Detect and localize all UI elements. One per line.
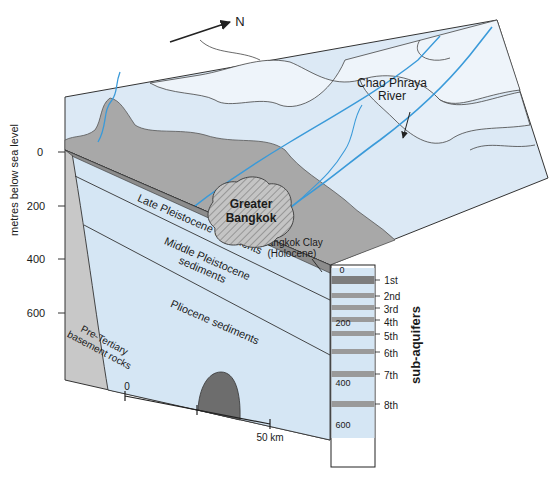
depth-value: 200 bbox=[27, 200, 45, 212]
river bbox=[300, 105, 362, 200]
column-aquifer-fill bbox=[332, 268, 375, 438]
aquifer-number: 8th bbox=[384, 400, 398, 411]
aquitard-band bbox=[332, 401, 375, 407]
aquifer-number: 1st bbox=[384, 275, 397, 286]
aquitard-band bbox=[332, 305, 375, 310]
column-box bbox=[331, 265, 375, 467]
aquitard-band bbox=[332, 349, 375, 354]
column-depth: 200 bbox=[335, 319, 350, 329]
depth-value: 0 bbox=[37, 146, 43, 158]
scale-bar bbox=[125, 391, 270, 429]
aquifer-number: 4th bbox=[384, 317, 398, 328]
leader-line bbox=[403, 112, 410, 138]
depth-tick bbox=[58, 152, 65, 313]
aquifer-number: 5th bbox=[384, 331, 398, 342]
column-tick bbox=[375, 280, 380, 404]
column-depth: 0 bbox=[339, 266, 344, 276]
basement-high bbox=[198, 372, 240, 420]
leader-line bbox=[312, 259, 322, 272]
aquifer-number: 3rd bbox=[384, 304, 398, 315]
layer-boundary bbox=[84, 225, 330, 355]
aquifer-number: 7th bbox=[384, 370, 398, 381]
column-depth: 600 bbox=[335, 421, 350, 431]
north-arrow bbox=[170, 22, 230, 42]
axis-title: metres below sea level bbox=[8, 124, 20, 236]
aquitard-band bbox=[332, 331, 375, 336]
depth-value: 600 bbox=[27, 307, 45, 319]
scale-value: 50 km bbox=[256, 432, 283, 443]
sediment-basin bbox=[72, 153, 330, 440]
column-title: sub-aquifers bbox=[409, 306, 423, 384]
river bbox=[98, 72, 120, 142]
scale-value: 0 bbox=[124, 381, 130, 392]
column-depth: 400 bbox=[335, 379, 350, 389]
aquifer-number: 2nd bbox=[384, 291, 401, 302]
north-label: N bbox=[235, 15, 244, 29]
upland-unit bbox=[150, 20, 520, 107]
river-name: Chao Phraya River bbox=[356, 77, 428, 103]
depth-value: 400 bbox=[27, 253, 45, 265]
basement-rock bbox=[65, 150, 330, 440]
aquifer-number: 6th bbox=[384, 348, 398, 359]
aquitard-band bbox=[332, 293, 375, 298]
place-name: Greater Bangkok bbox=[203, 198, 299, 226]
urban-area: Greater Bangkok bbox=[203, 172, 299, 252]
aquitard-band bbox=[332, 371, 375, 377]
river bbox=[165, 36, 440, 230]
layer-boundary bbox=[75, 176, 330, 300]
aquitard-band bbox=[332, 276, 375, 284]
